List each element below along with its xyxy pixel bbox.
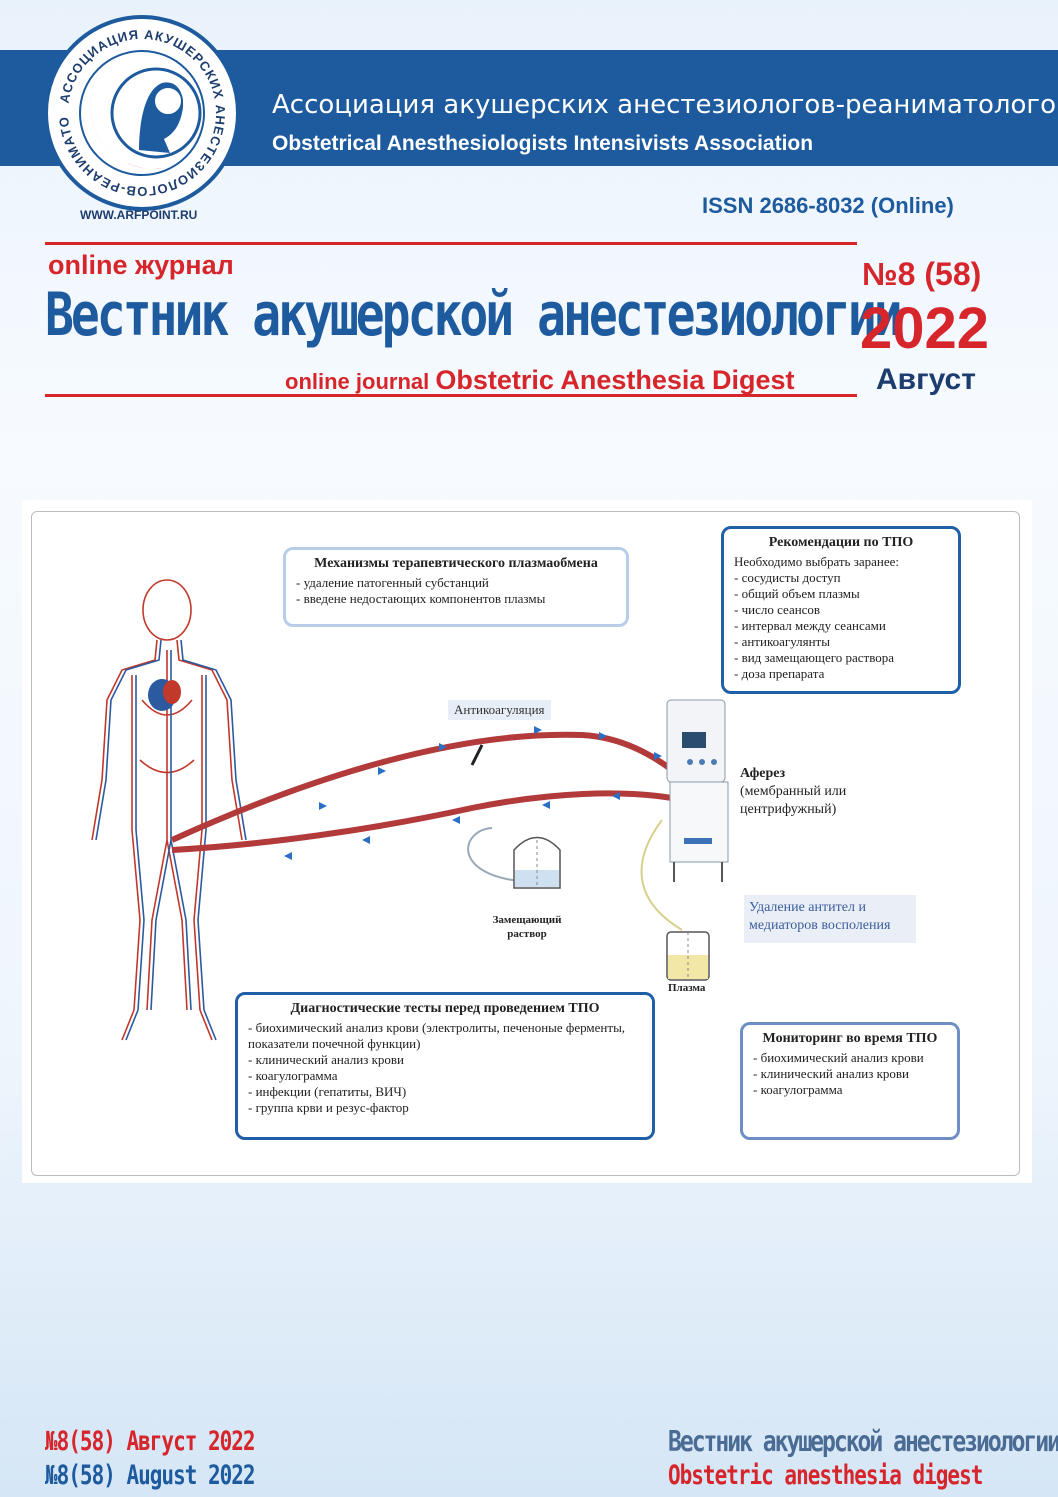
replacement-line2: раствор (507, 928, 547, 940)
figure-frame (31, 511, 1020, 1176)
flow-arrows (284, 726, 662, 860)
diagnostics-title: Диагностические тесты перед проведением … (290, 1001, 600, 1016)
recommendation-item: - антикоагулянты (734, 634, 830, 649)
recommendation-item: - вид замещающего раствора (734, 650, 895, 665)
replacement-line1: Замещающий (492, 914, 562, 926)
footer-issue-en: №8(58) August 2022 (45, 1460, 256, 1490)
arterial-line (170, 731, 674, 843)
replacement-solution-label: Замещающий раствор (492, 913, 562, 941)
recommendation-item: - число сеансов (734, 602, 821, 617)
online-journal-en: online journal (285, 369, 430, 394)
mechanisms-title: Механизмы терапевтического плазмаобмена (314, 556, 598, 571)
figure-illustration (91, 579, 729, 1041)
recommendation-item: - доза препарата (734, 666, 825, 681)
plasma-container (666, 931, 710, 981)
issue-year: 2022 (860, 296, 990, 361)
recommendation-item: - общий объем плазмы (734, 586, 860, 601)
issue-number: №8 (58) (862, 256, 982, 292)
recommendations-subtitle: Необходимо выбрать заранее: (734, 554, 900, 569)
bottom-rule (45, 394, 857, 397)
journal-title-ru: Вестник акушерской анестезиологии (45, 280, 903, 350)
apheresis-line2: центрифужный) (740, 802, 837, 817)
removal-line2: медиаторов восполения (749, 918, 891, 933)
journal-title-en-line: online journal Obstetric Anesthesia Dige… (285, 365, 794, 396)
footer-journal-ru: Вестник акушерской анестезиологии (668, 1426, 1058, 1459)
monitoring-item: - клинический анализ крови (753, 1066, 909, 1081)
monitoring-title: Мониторинг во время ТПО (762, 1031, 938, 1046)
venous-line (171, 790, 673, 853)
monitoring-item: - биохимический анализ крови (753, 1050, 924, 1065)
anticoagulation-label: Антикоагуляция (448, 700, 551, 720)
apheresis-line1: (мембранный или (740, 784, 847, 799)
plasma-label: Плазма (668, 982, 706, 994)
issn: ISSN 2686-8032 (Online) (702, 193, 954, 218)
association-name-ru: Ассоциация акушерских анестезиологов-реа… (272, 90, 1058, 120)
footer-issue-ru: №8(58) Август 2022 (45, 1426, 256, 1456)
monitoring-item: - коагулограмма (753, 1082, 843, 1097)
monitoring-box: Мониторинг во время ТПО - биохимический … (740, 1022, 960, 1140)
journal-title-en: Obstetric Anesthesia Digest (435, 365, 795, 395)
diagnostics-item: - группа крви и резус-фактор (248, 1100, 409, 1115)
mechanisms-item: - удаление патогенный субстанций (296, 575, 489, 590)
diagnostics-item: - коагулограмма (248, 1068, 338, 1083)
apheresis-machine-illustration (666, 699, 729, 882)
diagnostics-box: Диагностические тесты перед проведением … (235, 992, 655, 1140)
footer-journal-en: Obstetric anesthesia digest (668, 1460, 983, 1490)
top-rule (45, 242, 857, 245)
diagnostics-item: - биохимический анализ крови (электролит… (248, 1020, 626, 1035)
mechanisms-item: - введене недостающих компонентов плазмы (296, 591, 546, 606)
recommendation-item: - интервал между сеансами (734, 618, 886, 633)
human-body-illustration (91, 579, 247, 1041)
removal-line1: Удаление антител и (749, 900, 866, 915)
plasmapheresis-figure: Механизмы терапевтического плазмаобмена … (22, 500, 1032, 1183)
diagnostics-item: - инфекции (гепатиты, ВИЧ) (248, 1084, 407, 1099)
replacement-solution-bag (513, 836, 561, 889)
issue-month: Август (876, 363, 976, 396)
website-url: WWW.ARFPOINT.RU (80, 208, 198, 222)
association-name-en: Obstetrical Anesthesiologists Intensivis… (272, 132, 814, 155)
association-logo: АССОЦИАЦИЯ АКУШЕРСКИХ АНЕСТЕЗИОЛОГОВ-РЕА… (44, 15, 240, 211)
apheresis-title: Аферез (740, 766, 786, 781)
diagnostics-item: показатели почечной функции) (248, 1036, 421, 1051)
recommendations-title: Рекомендации по ТПО (768, 535, 914, 550)
diagnostics-item: - клинический анализ крови (248, 1052, 404, 1067)
antibody-removal-label: Удаление антител и медиаторов восполения (744, 895, 916, 943)
online-journal-ru: online журнал (48, 250, 234, 280)
recommendation-item: - сосудисты доступ (734, 570, 841, 585)
mechanisms-box: Механизмы терапевтического плазмаобмена … (283, 547, 629, 627)
apheresis-label: Аферез (мембранный или центрифужный) (740, 765, 846, 819)
recommendations-box: Рекомендации по ТПО Необходимо выбрать з… (721, 526, 961, 694)
